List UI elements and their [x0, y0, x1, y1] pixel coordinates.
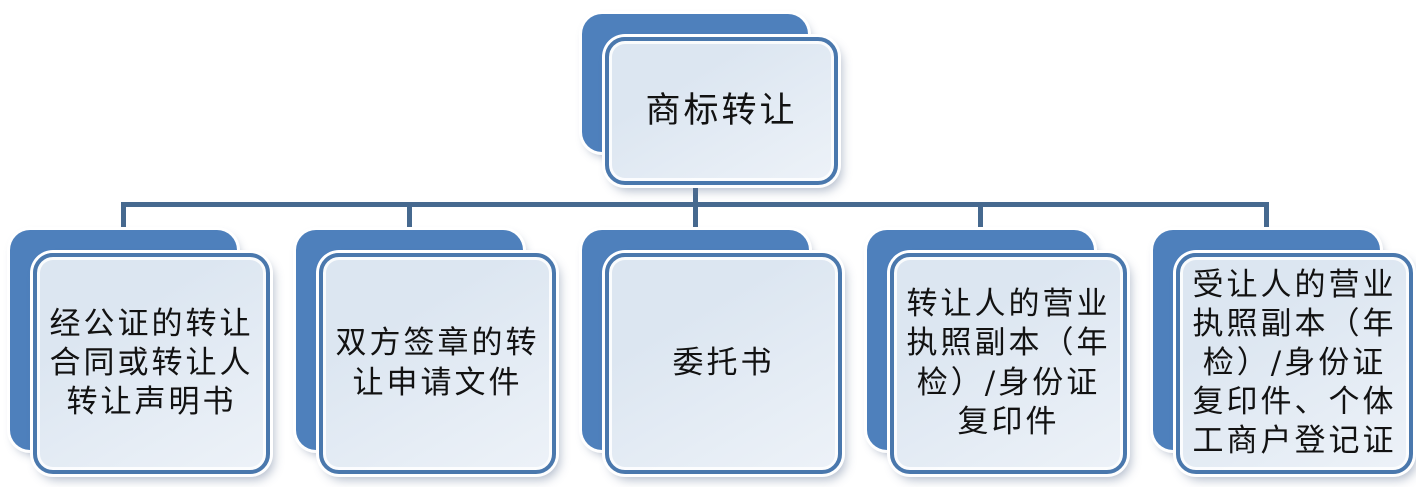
child-node-front-card: 转让人的营业 执照副本（年 检）/身份证 复印件 — [890, 253, 1127, 474]
child-node-label: 受让人的营业 执照副本（年 检）/身份证 复印件、个体 工商户登记证 — [1192, 266, 1397, 460]
connector-child-stub-5 — [1264, 202, 1269, 234]
child-node-front-card: 受让人的营业 执照副本（年 检）/身份证 复印件、个体 工商户登记证 — [1176, 253, 1413, 474]
child-node-label: 委托书 — [672, 344, 775, 381]
root-node-label: 商标转让 — [645, 90, 798, 131]
connector-root-stub — [693, 181, 698, 206]
child-node-front-card: 委托书 — [605, 253, 842, 474]
connector-child-stub-1 — [121, 202, 126, 234]
connector-child-stub-3 — [693, 202, 698, 234]
child-node-label: 转让人的营业 执照副本（年 检）/身份证 复印件 — [906, 286, 1111, 440]
connector-child-stub-4 — [978, 202, 983, 234]
root-node-front-card: 商标转让 — [605, 37, 838, 185]
connector-child-stub-2 — [407, 202, 412, 234]
child-node-label: 双方签章的转 让申请文件 — [335, 325, 540, 401]
child-node-front-card: 经公证的转让 合同或转让人 转让声明书 — [33, 253, 270, 474]
child-node-label: 经公证的转让 合同或转让人 转让声明书 — [49, 305, 254, 421]
child-node-front-card: 双方签章的转 让申请文件 — [319, 253, 556, 474]
